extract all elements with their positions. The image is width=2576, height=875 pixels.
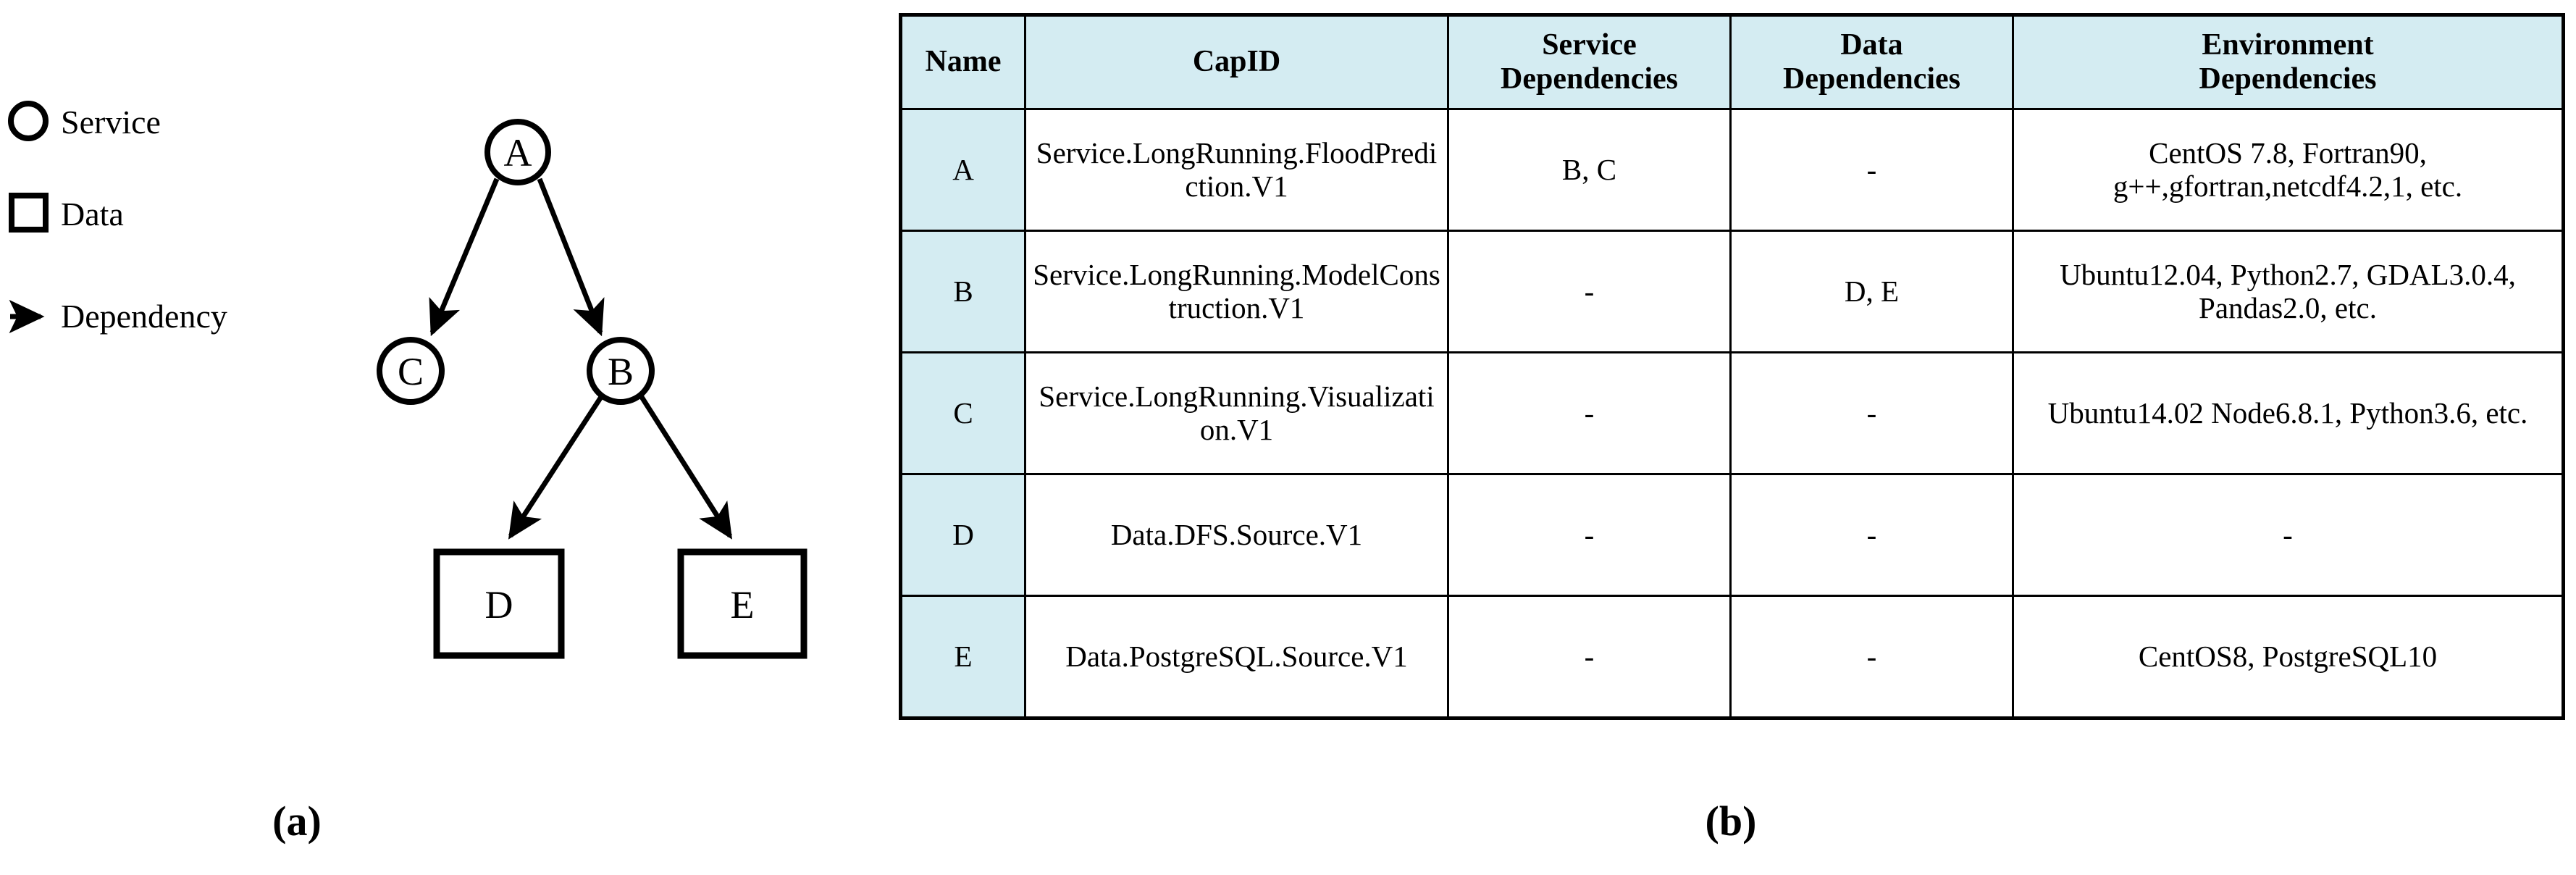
cell-environment-dependencies: CentOS8, PostgreSQL10 — [2012, 595, 2564, 719]
node-b-circle[interactable] — [587, 337, 655, 405]
capability-table-panel: Name CapID Service Dependencies Data Dep… — [899, 13, 2565, 770]
cell-environment-dependencies: Ubuntu12.04, Python2.7, GDAL3.0.4, Panda… — [2012, 230, 2564, 353]
column-header-name-line1: Name — [925, 45, 1002, 79]
legend-item-data: Data — [9, 193, 124, 233]
legend: Service Data Dependency — [8, 101, 227, 335]
legend-label-dependency: Dependency — [61, 298, 227, 335]
node-a-circle[interactable] — [484, 119, 551, 185]
cell-data-dependencies: - — [1729, 595, 2014, 719]
node-d-rect[interactable] — [433, 548, 565, 659]
cell-name: A — [899, 108, 1026, 232]
cell-data-dependencies: - — [1729, 473, 2014, 597]
panel-a-caption: (a) — [272, 797, 322, 845]
column-header-data-dependencies[interactable]: Data Dependencies — [1729, 14, 2014, 110]
cell-environment-dependencies: - — [2012, 473, 2564, 597]
cell-data-dependencies: D, E — [1729, 230, 2014, 353]
column-header-service-dependencies-line2: Dependencies — [1501, 62, 1678, 96]
panel-b-caption: (b) — [1705, 797, 1757, 845]
capability-table: Name CapID Service Dependencies Data Dep… — [899, 13, 2565, 720]
node-d-label: D — [485, 583, 513, 627]
cell-capid: Data.PostgreSQL.Source.V1 — [1024, 595, 1449, 719]
column-header-environment-dependencies-line1: Environment — [2202, 28, 2374, 62]
node-e-rect[interactable] — [677, 548, 807, 659]
cell-environment-dependencies: CentOS 7.8, Fortran90, g++,gfortran,netc… — [2012, 108, 2564, 232]
table-row: C Service.LongRunning.Visualization.V1 -… — [899, 351, 2564, 475]
cell-service-dependencies: - — [1447, 595, 1732, 719]
cell-service-dependencies: - — [1447, 351, 1732, 475]
graph-nodes: A C B D E — [377, 119, 807, 659]
column-header-name[interactable]: Name — [899, 14, 1026, 110]
column-header-capid[interactable]: CapID — [1024, 14, 1449, 110]
cell-name: C — [899, 351, 1026, 475]
node-b[interactable]: B — [587, 337, 655, 405]
legend-item-service: Service — [8, 101, 161, 141]
column-header-environment-dependencies-line2: Dependencies — [2199, 62, 2377, 96]
column-header-service-dependencies-line1: Service — [1542, 28, 1637, 62]
cell-capid: Service.LongRunning.FloodPrediction.V1 — [1024, 108, 1449, 232]
cell-capid: Data.DFS.Source.V1 — [1024, 473, 1449, 597]
table-row: B Service.LongRunning.ModelConstruction.… — [899, 230, 2564, 353]
service-circle-icon — [8, 101, 49, 141]
legend-label-service: Service — [61, 104, 161, 141]
node-b-label: B — [608, 350, 634, 393]
table-row: E Data.PostgreSQL.Source.V1 - - CentOS8,… — [899, 595, 2564, 719]
cell-service-dependencies: - — [1447, 473, 1732, 597]
node-e-label: E — [731, 583, 755, 627]
edge-a-to-c — [429, 177, 500, 337]
dependency-graph-panel: Service Data Dependency A — [0, 0, 869, 875]
column-header-service-dependencies[interactable]: Service Dependencies — [1447, 14, 1732, 110]
cell-data-dependencies: - — [1729, 351, 2014, 475]
node-d[interactable]: D — [433, 548, 565, 659]
dependency-graph-svg: Service Data Dependency A — [8, 101, 807, 659]
node-c-label: C — [398, 350, 424, 393]
cell-environment-dependencies: Ubuntu14.02 Node6.8.1, Python3.6, etc. — [2012, 351, 2564, 475]
column-header-data-dependencies-line1: Data — [1840, 28, 1903, 62]
cell-service-dependencies: - — [1447, 230, 1732, 353]
cell-service-dependencies: B, C — [1447, 108, 1732, 232]
edge-b-to-e — [639, 395, 733, 540]
node-c[interactable]: C — [377, 337, 445, 405]
cell-name: D — [899, 473, 1026, 597]
legend-label-data: Data — [61, 196, 124, 233]
node-c-circle[interactable] — [377, 337, 445, 405]
edge-a-to-b — [537, 177, 605, 337]
column-header-capid-line1: CapID — [1192, 45, 1281, 79]
table-row: A Service.LongRunning.FloodPrediction.V1… — [899, 108, 2564, 232]
column-header-environment-dependencies[interactable]: Environment Dependencies — [2012, 14, 2564, 110]
cell-capid: Service.LongRunning.Visualization.V1 — [1024, 351, 1449, 475]
table-header-row: Name CapID Service Dependencies Data Dep… — [899, 14, 2564, 110]
edge-b-to-d — [508, 395, 603, 540]
cell-capid: Service.LongRunning.ModelConstruction.V1 — [1024, 230, 1449, 353]
node-a-label: A — [504, 131, 532, 175]
column-header-data-dependencies-line2: Dependencies — [1783, 62, 1960, 96]
cell-data-dependencies: - — [1729, 108, 2014, 232]
node-e[interactable]: E — [677, 548, 807, 659]
table-row: D Data.DFS.Source.V1 - - - — [899, 473, 2564, 597]
legend-item-dependency: Dependency — [9, 298, 227, 335]
cell-name: E — [899, 595, 1026, 719]
graph-edges — [429, 177, 733, 540]
data-square-icon — [9, 193, 49, 233]
cell-name: B — [899, 230, 1026, 353]
node-a[interactable]: A — [484, 119, 551, 185]
